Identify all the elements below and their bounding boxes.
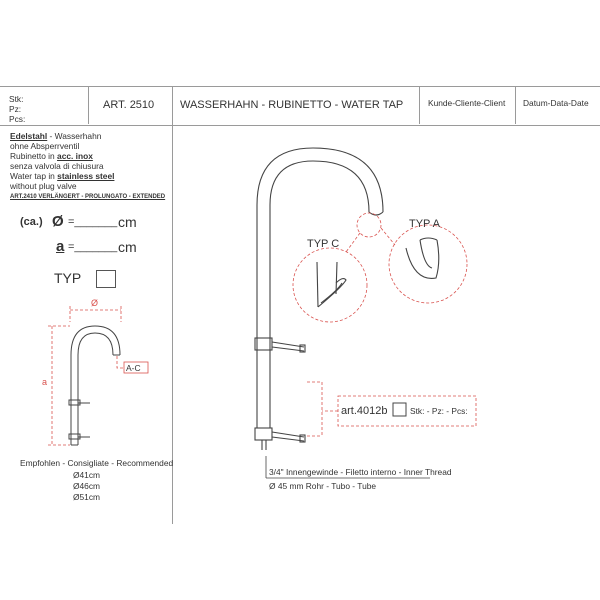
- a-unit: cm: [118, 239, 137, 255]
- small-typ-tag: A-C: [126, 363, 141, 373]
- stk-label: Stk:: [9, 94, 24, 104]
- header-divider: [515, 86, 516, 124]
- ca-label: (ca.): [20, 216, 43, 228]
- diameter-symbol: Ø: [52, 213, 64, 230]
- client-label: Kunde-Cliente-Client: [428, 98, 506, 108]
- small-height-label: a: [42, 377, 48, 387]
- small-typ-box: [123, 361, 149, 374]
- desc-line-3: Rubinetto in acc. inox: [10, 151, 93, 161]
- a-blank[interactable]: =_______: [68, 241, 118, 253]
- page-title: WASSERHAHN - RUBINETTO - WATER TAP: [180, 99, 404, 111]
- side-panel: [0, 124, 173, 524]
- header-divider: [419, 86, 420, 124]
- desc-line-5: Water tap in stainless steel: [10, 171, 115, 181]
- recommended-option: Ø46cm: [73, 481, 100, 491]
- detail-c-tube: [316, 261, 347, 308]
- small-diameter-label: Ø: [91, 298, 99, 308]
- small-dimensions: [48, 306, 124, 446]
- desc-line-1: Edelstahl - Wasserhahn: [10, 131, 102, 141]
- bracket-checkbox: [392, 402, 407, 417]
- thread-label: 3/4" Innengewinde - Filetto interno - In…: [269, 467, 452, 477]
- recommended-option: Ø51cm: [73, 492, 100, 502]
- a-symbol: a: [56, 238, 65, 255]
- main-tap: [254, 147, 384, 450]
- pz-label: Pz:: [9, 104, 22, 114]
- desc-line-2: ohne Absperrventil: [10, 141, 80, 151]
- header-divider: [88, 86, 89, 124]
- extended-note: ART.2410 VERLÄNGERT - PROLUNGATO - EXTEN…: [10, 194, 166, 200]
- desc-line-6: without plug valve: [10, 181, 77, 191]
- typ-label: TYP: [54, 270, 82, 286]
- small-tap-drawing: [68, 325, 121, 446]
- tube-label: Ø 45 mm Rohr - Tubo - Tube: [269, 481, 377, 491]
- date-label: Datum-Data-Date: [523, 98, 589, 108]
- typ-checkbox[interactable]: [96, 270, 116, 288]
- detail-a-tube: [405, 237, 440, 279]
- recommended-title: Empfohlen - Consigliate - Recommended: [20, 458, 174, 468]
- header-bar: [0, 86, 600, 126]
- bracket-article: art.4012b: [341, 405, 388, 417]
- diameter-blank[interactable]: =_______: [68, 216, 118, 228]
- article-number: ART. 2510: [103, 99, 155, 111]
- typ-c-label: TYP C: [307, 238, 340, 250]
- typ-a-label: TYP A: [409, 218, 440, 230]
- diameter-unit: cm: [118, 214, 137, 230]
- header-divider: [172, 86, 173, 124]
- desc-line-4: senza valvola di chiusura: [10, 161, 104, 171]
- recommended-option: Ø41cm: [73, 470, 100, 480]
- bracket-qty-label: Stk: - Pz: - Pcs:: [410, 406, 468, 416]
- pcs-label: Pcs:: [9, 114, 26, 124]
- detail-callouts: [292, 212, 477, 437]
